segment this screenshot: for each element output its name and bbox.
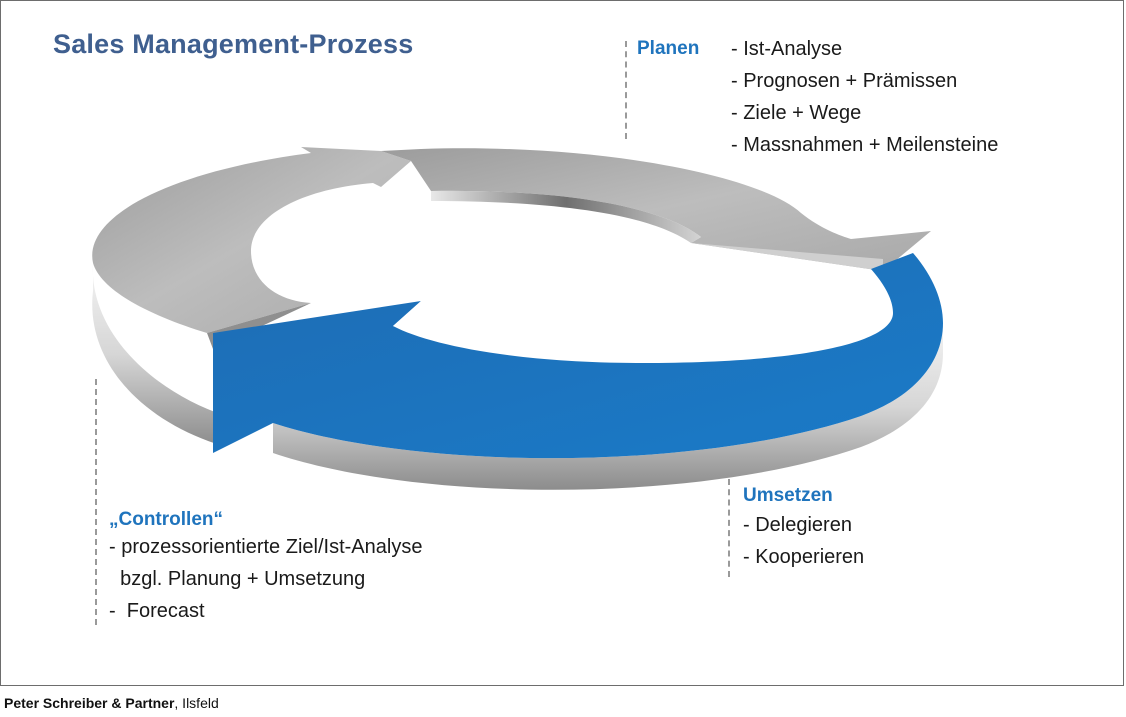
planen-item: - Ziele + Wege [731,102,862,124]
process-cycle-diagram [92,147,943,490]
umsetzen-item: - Kooperieren [743,546,865,568]
ring-side-wall [92,263,943,490]
controllen-item: bzgl. Planung + Umsetzung [109,568,366,590]
planen-item: - Massnahmen + Meilensteine [731,134,999,156]
blue-cycle-arrow [213,253,943,459]
footer-location: , Ilsfeld [174,695,219,711]
umsetzen-item: - Delegieren [743,514,852,536]
controllen-section: „Controllen“ - prozessorientierte Ziel/I… [109,509,422,627]
controllen-leader-line [95,379,97,625]
umsetzen-section: Umsetzen - Delegieren - Kooperieren [743,485,864,573]
footer-credit: Peter Schreiber & Partner, Ilsfeld [4,695,219,711]
controllen-item: - Forecast [109,600,205,622]
planen-item: - Ist-Analyse [731,38,843,60]
planen-section: Planen [637,38,699,60]
planen-leader-line [625,41,627,139]
controllen-item: - prozessorientierte Ziel/Ist-Analyse [109,536,423,558]
grey-cycle-arrow [92,147,931,349]
planen-item: - Prognosen + Prämissen [731,70,958,92]
page-title: Sales Management-Prozess [53,29,414,59]
umsetzen-leader-line [728,479,730,577]
diagram-frame: Sales Management-Prozess [0,0,1124,686]
umsetzen-heading: Umsetzen [743,485,833,506]
footer-company: Peter Schreiber & Partner [4,695,175,711]
planen-list: - Ist-Analyse - Prognosen + Prämissen - … [731,33,998,161]
controllen-heading: „Controllen“ [109,509,223,530]
planen-heading: Planen [637,38,700,59]
